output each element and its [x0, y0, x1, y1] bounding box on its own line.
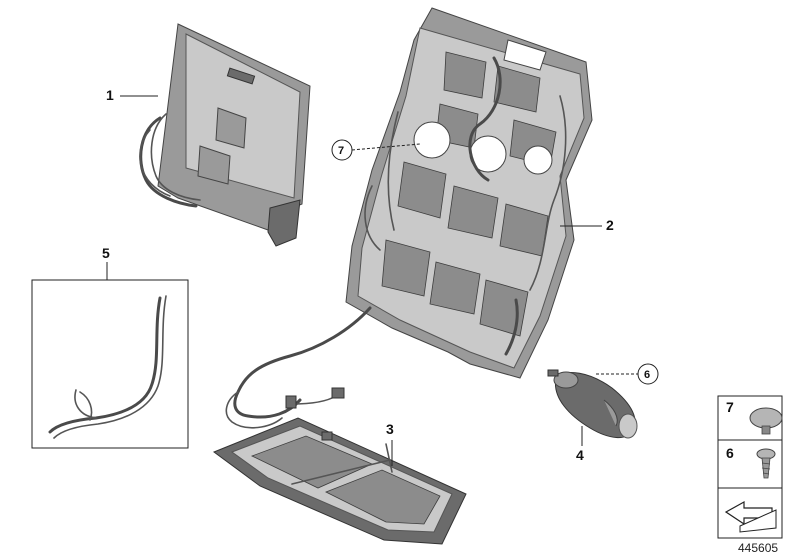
arrow-symbol-icon	[724, 500, 777, 533]
part-2-seat-frame[interactable]	[345, 7, 593, 379]
legend-label-6: 6	[726, 445, 734, 461]
connecting-cable	[225, 306, 372, 429]
screw-icon	[756, 448, 776, 479]
part-4-fan-motor[interactable]	[547, 369, 638, 439]
legend-frame	[717, 395, 783, 539]
callout-5: 5	[102, 245, 110, 261]
legend-label-7: 7	[726, 399, 734, 415]
part-5-wiring-harness[interactable]	[48, 295, 167, 439]
callout-6: 6	[644, 369, 650, 381]
leader-line-7	[351, 143, 421, 151]
callout-2: 2	[606, 217, 614, 233]
callout-1: 1	[106, 87, 114, 103]
callout-3: 3	[386, 421, 394, 437]
part-1-seat-back-panel[interactable]	[139, 23, 311, 247]
clip-fastener-icon	[749, 407, 783, 435]
part-5-frame-box	[31, 279, 189, 449]
reference-number: 445605	[738, 541, 779, 555]
callout-circle-6	[637, 363, 659, 385]
callout-7: 7	[338, 145, 344, 157]
fastener-legend: 7 6	[717, 395, 783, 539]
part-3-heating-mat[interactable]	[212, 417, 467, 545]
callout-4: 4	[576, 447, 584, 463]
